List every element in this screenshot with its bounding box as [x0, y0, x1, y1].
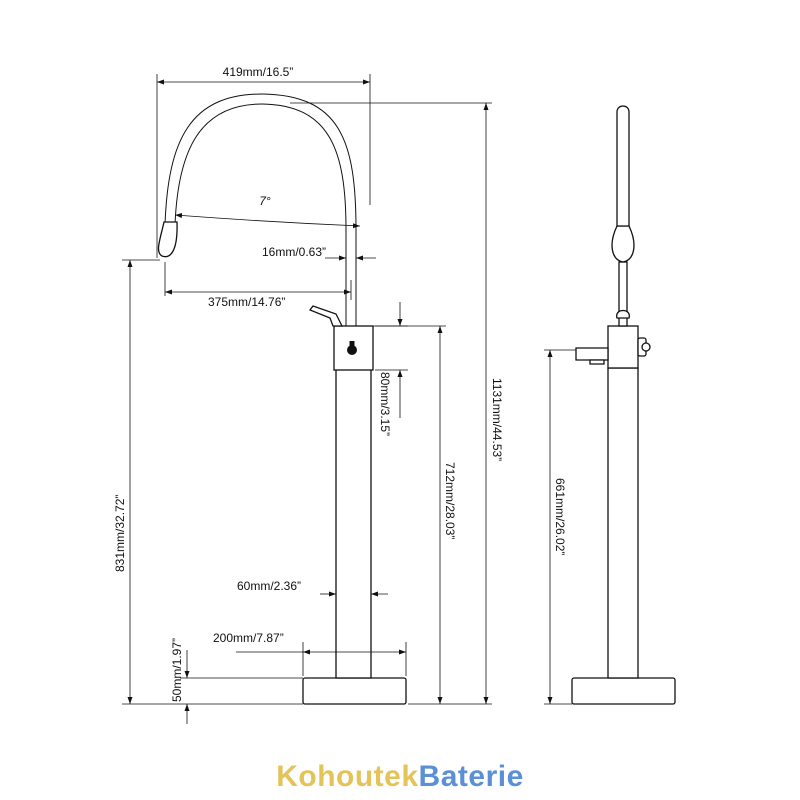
dim-base-width: 200mm/7.87” [213, 631, 284, 645]
side-lever [575, 347, 609, 361]
dim-handle-block: 80mm/3.15” [378, 372, 392, 436]
dim-side-height: 661mm/26.02” [553, 478, 567, 555]
dim-base-height: 50mm/1.97” [170, 638, 184, 702]
dim-total-height: 1131mm/44.53” [490, 378, 504, 461]
front-knob [347, 345, 357, 355]
dim-angle: 7° [259, 194, 271, 208]
front-outlet [157, 221, 178, 258]
front-view [157, 93, 407, 705]
side-column [607, 367, 639, 679]
brand-part-2: Baterie [418, 760, 524, 793]
front-dimensions: 419mm/16.5” 7° 16mm/0.63” 375mm/14.76” 8… [113, 65, 504, 724]
side-view: 661mm/26.02” [544, 105, 676, 705]
dim-column-width: 60mm/2.36” [237, 579, 301, 593]
side-base [571, 677, 676, 705]
dim-spout-reach: 419mm/16.5” [223, 65, 294, 79]
front-spout-outer [174, 103, 347, 326]
side-handle-block [607, 325, 639, 369]
front-spout-inner [164, 93, 357, 326]
side-spout-bulge [611, 225, 635, 263]
dim-outlet-height: 831mm/32.72” [113, 495, 127, 572]
brand-part-1: Kohoutek [276, 760, 419, 793]
front-column [335, 367, 372, 679]
side-spout-tube [616, 105, 630, 227]
front-base [302, 677, 407, 705]
brand-logo: KohoutekBaterie [0, 760, 800, 794]
dim-spout-projection: 375mm/14.76” [208, 295, 285, 309]
dim-body-height: 712mm/28.03” [443, 462, 457, 539]
front-lever [308, 305, 344, 327]
dim-spout-tube: 16mm/0.63” [262, 245, 326, 259]
